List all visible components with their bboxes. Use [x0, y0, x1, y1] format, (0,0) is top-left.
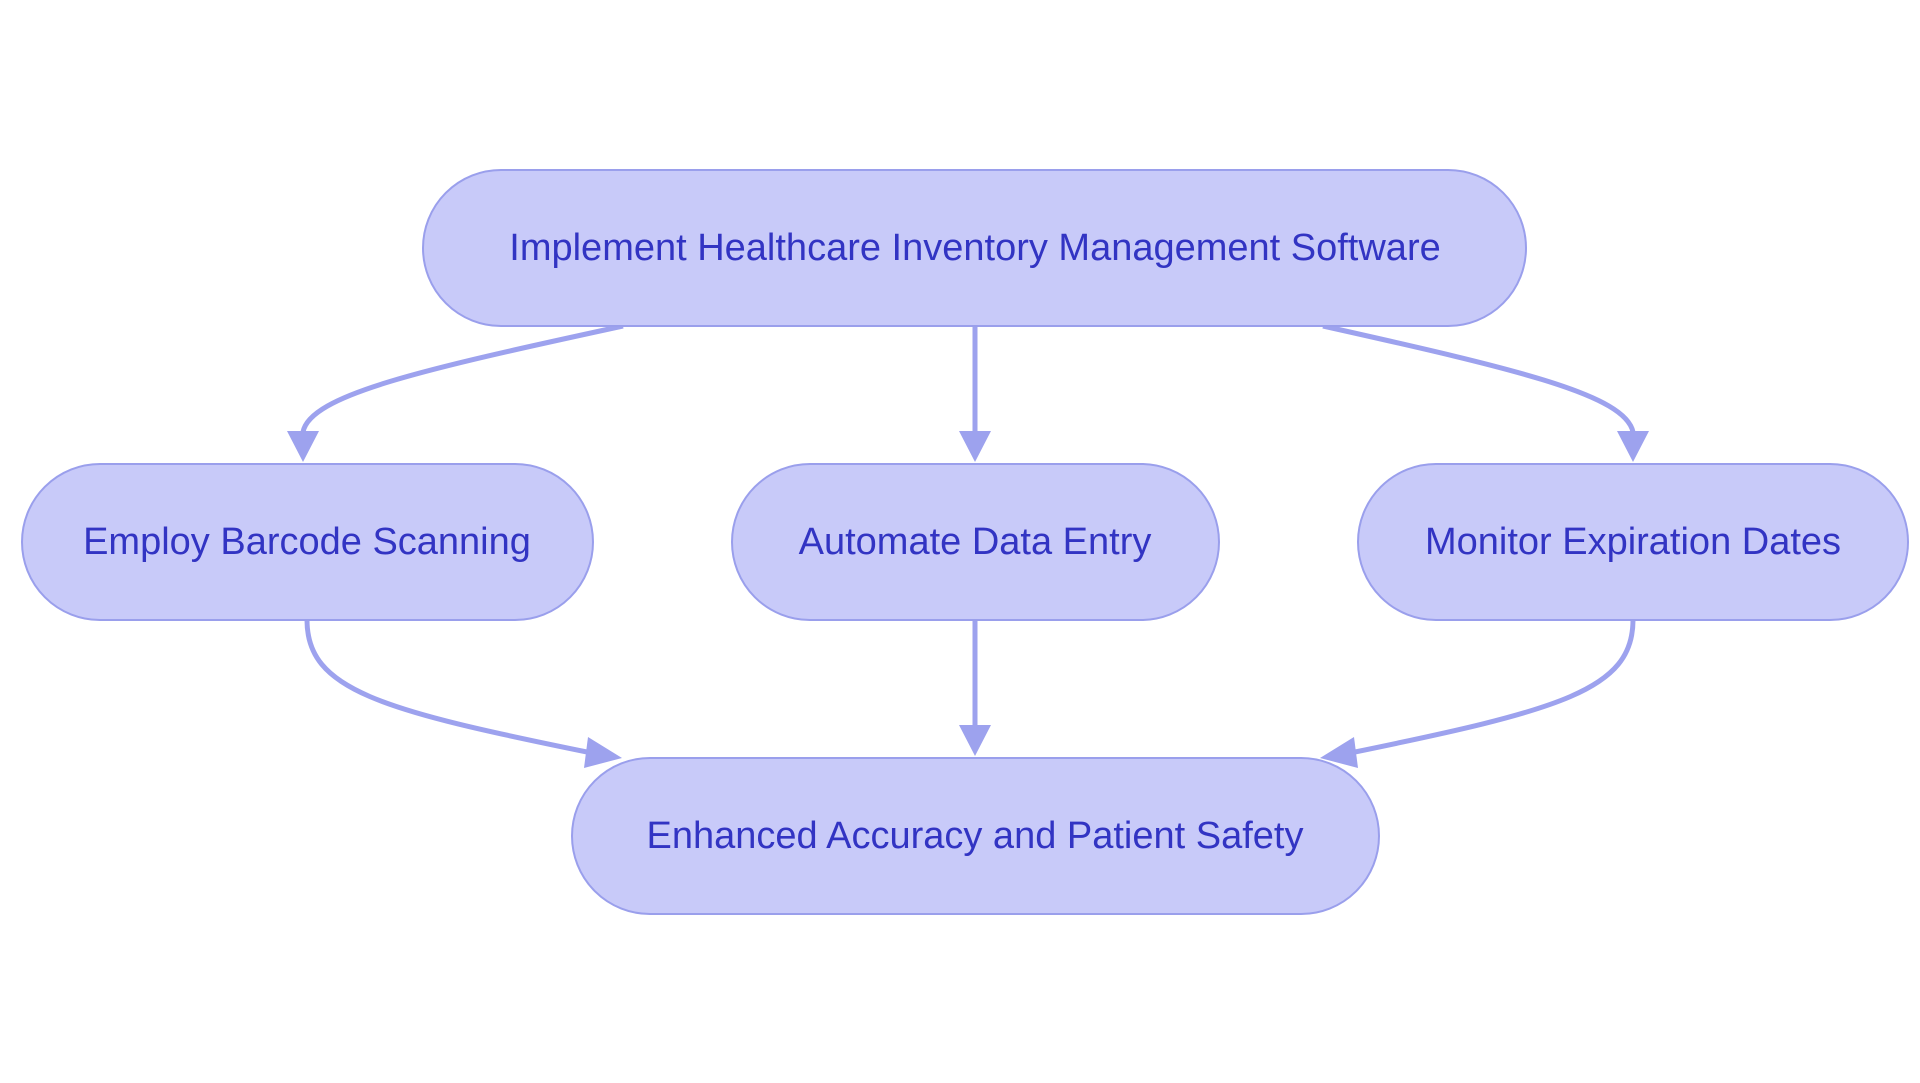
node-implement-label: Implement Healthcare Inventory Managemen… [509, 227, 1440, 269]
edge-implement-to-barcode [300, 323, 624, 433]
arrowhead-automate [959, 431, 991, 462]
node-barcode-label: Employ Barcode Scanning [83, 521, 531, 563]
arrowhead-outcome-left [584, 737, 622, 768]
node-monitor-shape [1357, 463, 1909, 621]
node-implement: Implement Healthcare Inventory Managemen… [422, 169, 1527, 327]
node-outcome-label: Enhanced Accuracy and Patient Safety [647, 815, 1304, 857]
arrowhead-outcome-center [959, 725, 991, 756]
arrowhead-monitor [1617, 431, 1649, 462]
node-automate-label: Automate Data Entry [799, 521, 1152, 563]
node-barcode-shape [21, 463, 594, 621]
edge-barcode-to-outcome [304, 619, 593, 756]
node-automate-shape [731, 463, 1220, 621]
edge-monitor-to-outcome [1349, 619, 1636, 756]
node-outcome-shape [571, 757, 1380, 915]
arrowhead-outcome-right [1320, 737, 1358, 768]
node-monitor: Monitor Expiration Dates [1357, 463, 1909, 621]
node-implement-shape [422, 169, 1527, 327]
node-outcome: Enhanced Accuracy and Patient Safety [571, 757, 1380, 915]
arrowhead-barcode [287, 431, 319, 462]
node-monitor-label: Monitor Expiration Dates [1425, 521, 1841, 563]
node-barcode: Employ Barcode Scanning [21, 463, 594, 621]
edges [287, 323, 1649, 768]
edge-implement-to-monitor [1322, 323, 1636, 433]
node-automate: Automate Data Entry [731, 463, 1220, 621]
